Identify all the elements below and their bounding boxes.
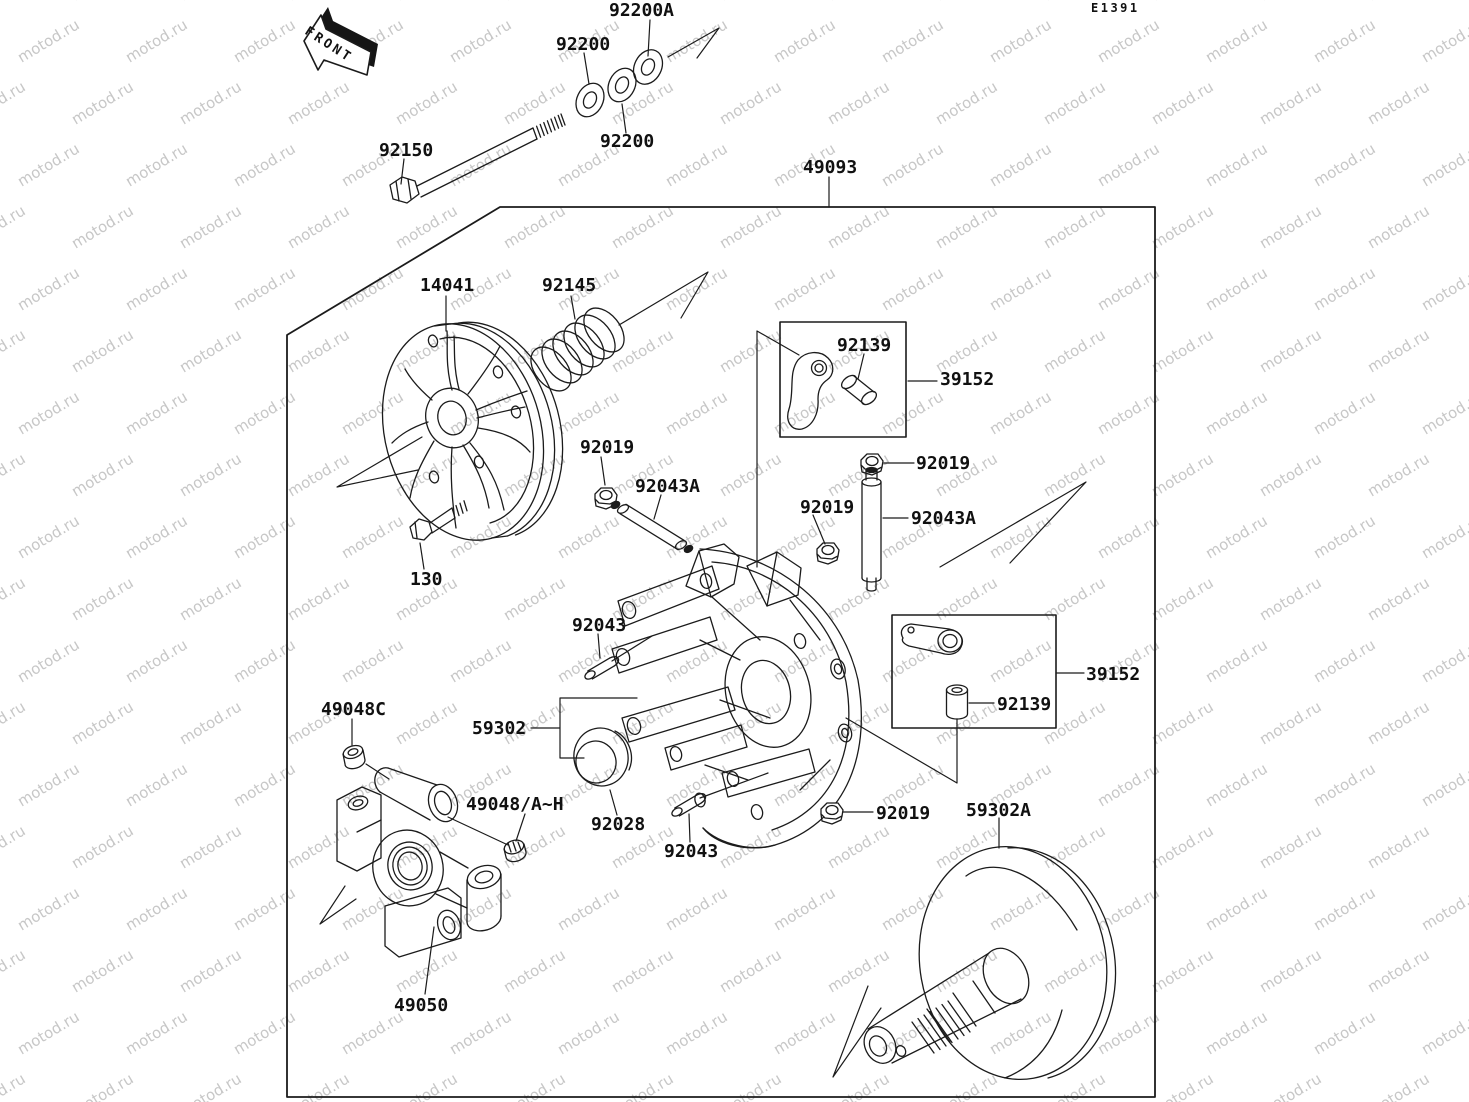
part-label-49050: 49050 [394, 995, 449, 1016]
part-label-92043A-1: 92043A [635, 476, 701, 497]
detail-box-39152-lower [891, 614, 1057, 729]
part-label-92200-bottom: 92200 [600, 131, 655, 152]
part-label-92043-2: 92043 [664, 841, 719, 862]
part-label-92043A-2: 92043A [911, 508, 977, 529]
front-direction-arrow [303, 7, 378, 76]
part-label-92019-1: 92019 [580, 437, 635, 458]
part-label-92200-top: 92200 [556, 34, 611, 55]
bolt-130-drawing [409, 500, 468, 541]
part-label-92019-4: 92019 [876, 803, 931, 824]
part-label-49093: 49093 [803, 157, 858, 178]
part-label-14041: 14041 [420, 275, 475, 296]
part-label-92028: 92028 [591, 814, 646, 835]
part-label-49048AH: 49048/A~H [466, 794, 564, 815]
part-label-39152-lower: 39152 [1086, 664, 1141, 685]
washers-92200-drawing [575, 49, 664, 118]
plug-49048-drawing [503, 839, 527, 863]
part-label-92019-2: 92019 [800, 497, 855, 518]
spring-92145-drawing [530, 307, 625, 392]
bushing-92028-drawing [573, 727, 633, 787]
studs-92043A-drawing [610, 466, 882, 592]
part-label-39152-upper: 39152 [940, 369, 995, 390]
drawing-code: E1391 [1091, 1, 1140, 15]
drive-pulley-fan-14041-drawing [381, 321, 564, 541]
part-label-130: 130 [410, 569, 443, 590]
fixed-sheave-59302A-drawing [863, 846, 1117, 1080]
cap-49048C-drawing [342, 744, 366, 770]
part-label-92200A: 92200A [609, 0, 675, 21]
part-label-92145: 92145 [542, 275, 597, 296]
nuts-92019-drawing [594, 453, 884, 825]
part-label-49048C: 49048C [321, 699, 387, 720]
detail-box-39152-upper [779, 321, 907, 438]
leader-lines [351, 19, 1085, 995]
part-label-92043-1: 92043 [572, 615, 627, 636]
pointer-arrows [319, 27, 1087, 1078]
part-label-92139-lower: 92139 [997, 694, 1052, 715]
part-label-59302: 59302 [472, 718, 527, 739]
part-label-59302A: 59302A [966, 800, 1032, 821]
spider-49050-drawing [336, 767, 502, 958]
part-label-92139-upper: 92139 [837, 335, 892, 356]
pins-92043-drawing [584, 656, 707, 817]
assembly-outline-box [286, 206, 1156, 1098]
part-label-92019-3: 92019 [916, 453, 971, 474]
clutch-body-drawing [611, 543, 862, 849]
part-label-92150: 92150 [379, 140, 434, 161]
